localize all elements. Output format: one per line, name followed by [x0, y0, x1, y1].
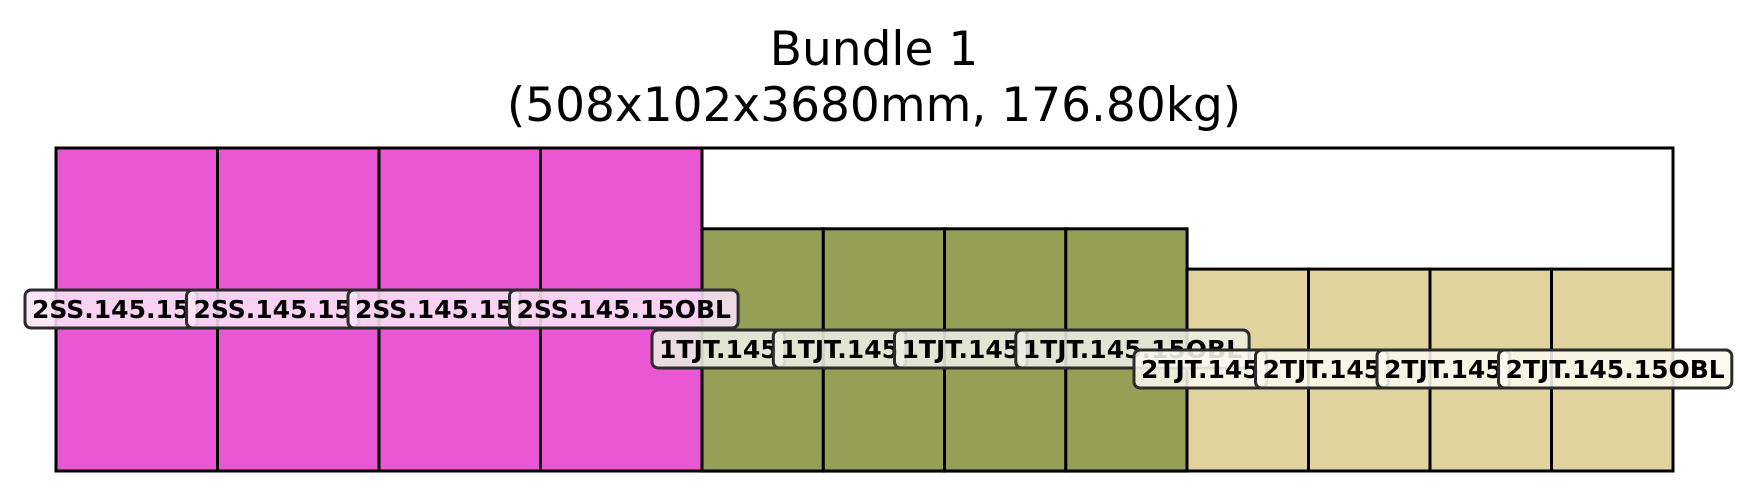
piece-label-1tjt-3: 1TJT.145	[893, 328, 1029, 370]
piece-label-2ss-3: 2SS.145.15	[346, 288, 522, 330]
piece-label-2tjt-3: 2TJT.145	[1375, 348, 1512, 390]
svg-text:2SS.145.15: 2SS.145.15	[32, 295, 190, 324]
svg-text:2SS.145.15: 2SS.145.15	[194, 295, 352, 324]
svg-text:2TJT.145: 2TJT.145	[1263, 355, 1382, 384]
piece-label-1tjt-2: 1TJT.145	[771, 328, 908, 370]
svg-text:2TJT.145: 2TJT.145	[1384, 355, 1503, 384]
svg-text:1TJT.145: 1TJT.145	[780, 335, 899, 364]
bundle-title: Bundle 1	[769, 22, 979, 77]
piece-label-2ss-4: 2SS.145.15OBL	[508, 288, 740, 330]
piece-label-2tjt-4: 2TJT.145.15OBL	[1497, 348, 1734, 390]
svg-text:2SS.145.15: 2SS.145.15	[355, 295, 513, 324]
svg-text:1TJT.145: 1TJT.145	[659, 335, 778, 364]
piece-label-2tjt-1: 2TJT.145	[1132, 348, 1269, 390]
svg-text:2TJT.145: 2TJT.145	[1141, 355, 1260, 384]
piece-label-1tjt-1: 1TJT.145	[650, 328, 787, 370]
svg-text:2SS.145.15OBL: 2SS.145.15OBL	[517, 295, 732, 324]
svg-text:1TJT.145: 1TJT.145	[902, 335, 1021, 364]
piece-label-2tjt-2: 2TJT.145	[1254, 348, 1390, 390]
svg-text:2TJT.145.15OBL: 2TJT.145.15OBL	[1506, 355, 1725, 384]
piece-label-2ss-2: 2SS.145.15	[185, 288, 361, 330]
piece-label-2ss-1: 2SS.145.15	[23, 288, 199, 330]
bundle-subtitle: (508x102x3680mm, 176.80kg)	[506, 78, 1242, 133]
